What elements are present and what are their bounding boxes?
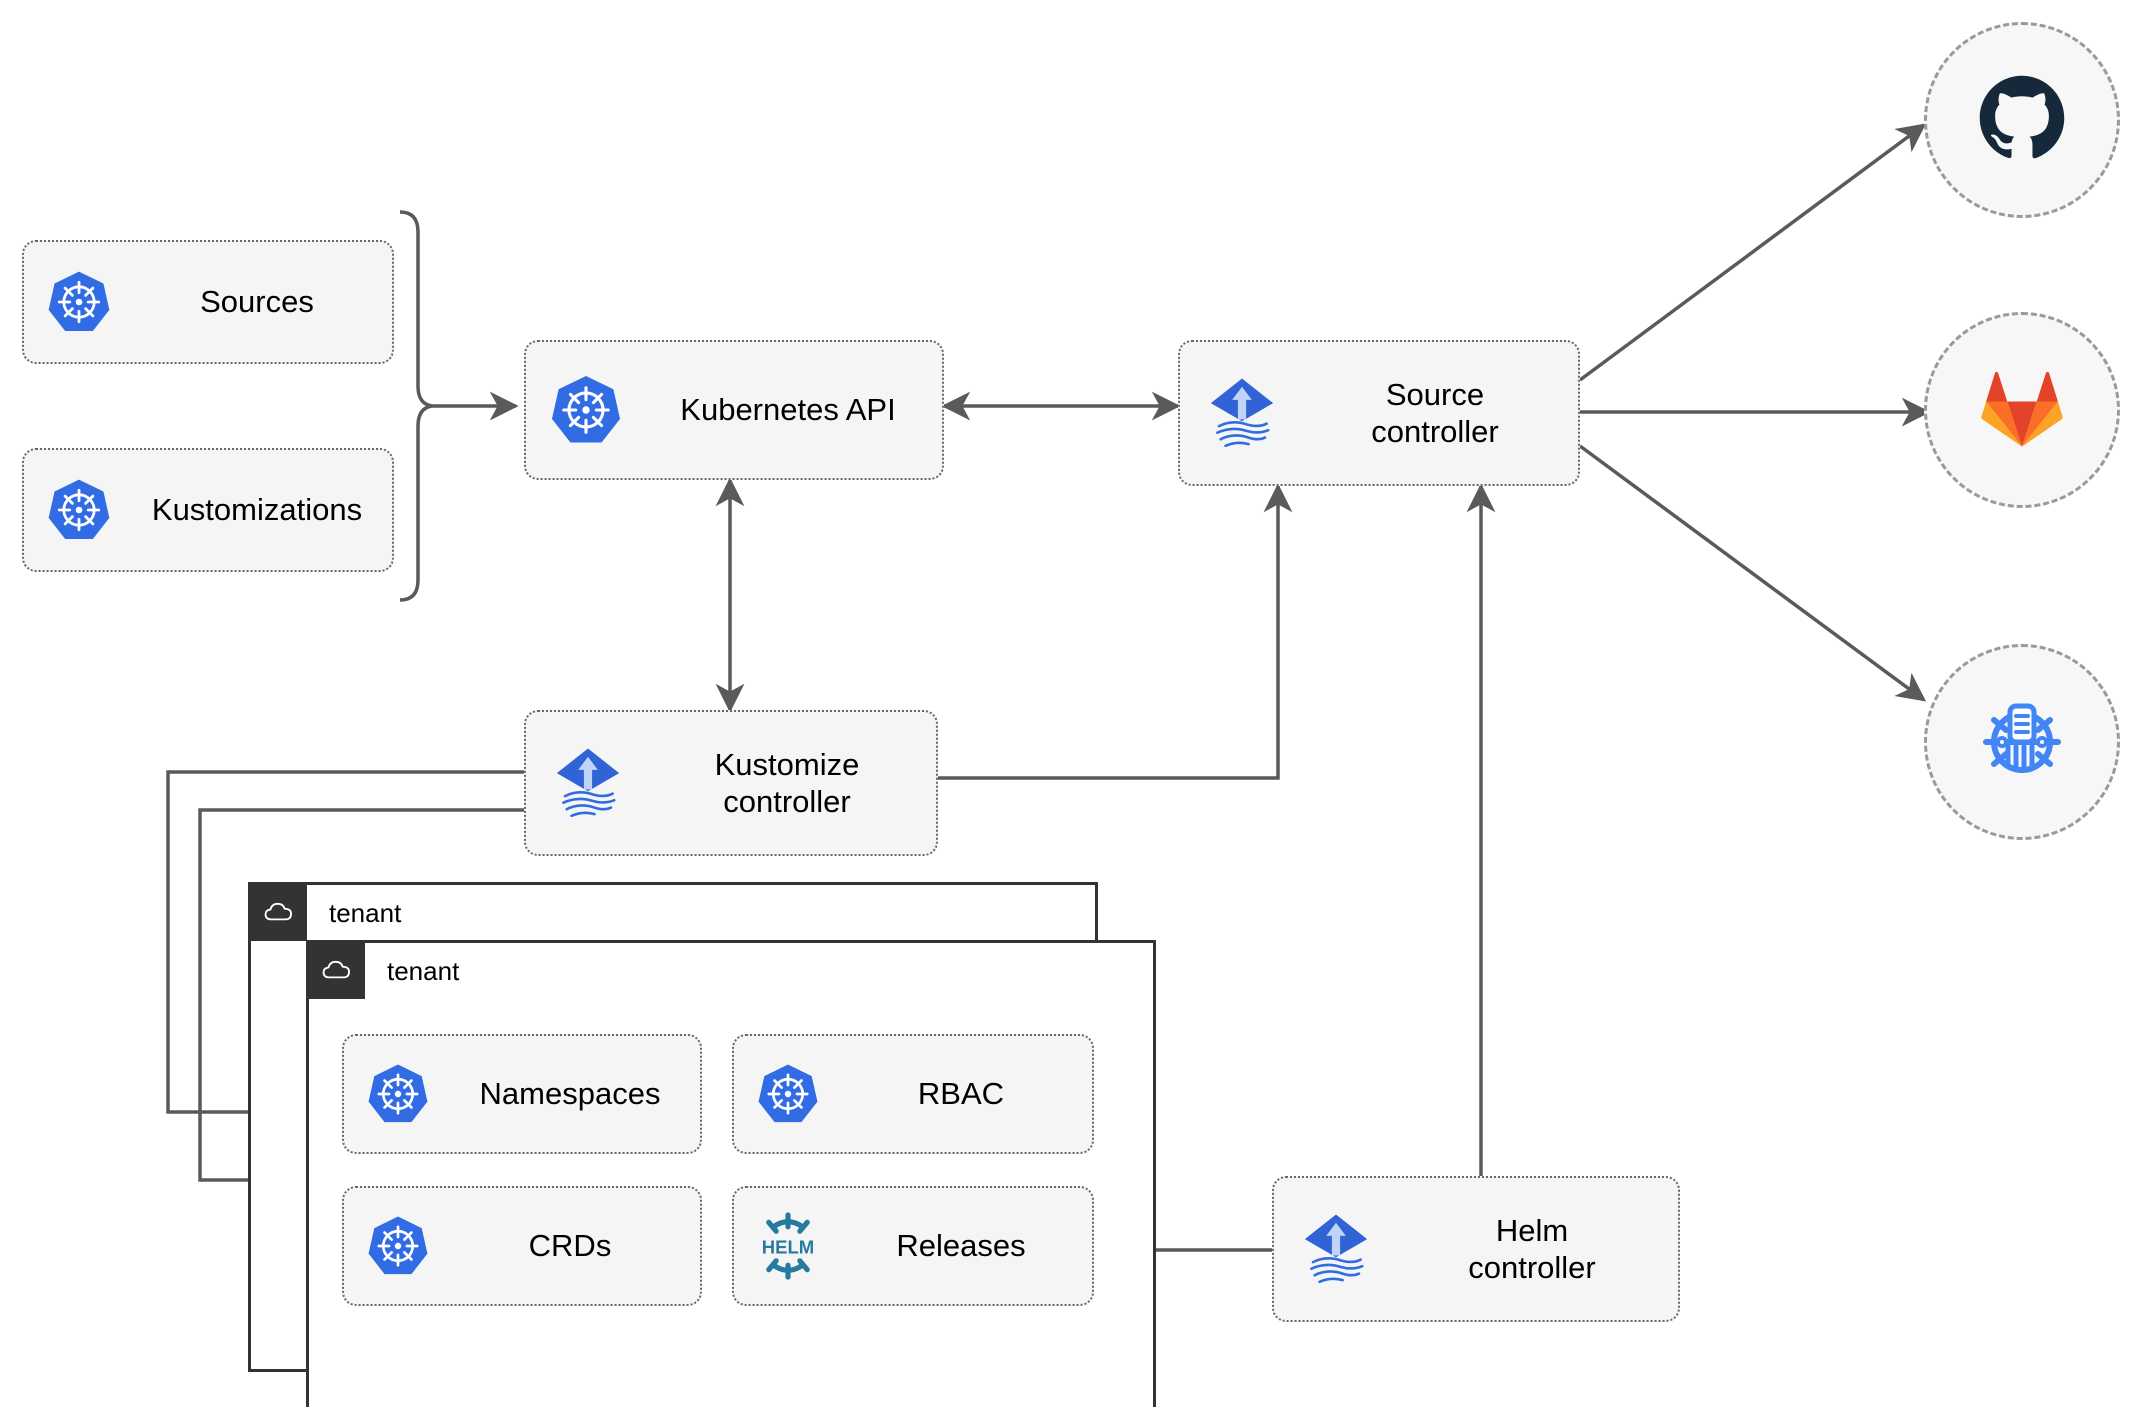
node-releases-label: Releases [896,1228,1026,1264]
helm-icon: HELM [734,1209,842,1283]
external-helm-repository[interactable] [1924,644,2120,840]
external-gitlab[interactable] [1924,312,2120,508]
node-rbac-label: RBAC [917,1076,1005,1112]
tenant-title-1: tenant [329,897,402,928]
node-releases[interactable]: HELM Releases [732,1186,1094,1306]
edge-source-controller-to-helm-repo [1578,444,1927,702]
group-brace [399,210,433,602]
node-sources[interactable]: Sources [22,240,394,364]
node-kubernetes-api[interactable]: Kubernetes API [524,340,944,480]
tenant-title-2: tenant [387,955,460,986]
github-icon [1974,70,2070,171]
tenant-container-2[interactable]: tenant [306,940,1156,1407]
gitlab-icon [1976,362,2068,459]
cloud-icon [251,885,307,941]
edge-source-controller-to-github [1578,123,1927,382]
node-kubernetes-api-label: Kubernetes API [680,392,896,428]
node-namespaces[interactable]: Namespaces [342,1034,702,1154]
kubernetes-icon [526,373,646,447]
svg-text:HELM: HELM [762,1236,814,1257]
flux-icon [1180,372,1304,454]
kubernetes-icon [734,1062,842,1126]
kubernetes-icon [344,1214,452,1278]
external-github[interactable] [1924,22,2120,218]
node-crds[interactable]: CRDs [342,1186,702,1306]
kubernetes-icon [24,477,134,543]
cloud-icon [309,943,365,999]
tenant-header-2: tenant [309,943,459,999]
node-kustomize-controller-label: Kustomize controller [714,746,860,819]
node-source-controller[interactable]: Source controller [1178,340,1580,486]
flux-icon [1274,1208,1398,1290]
tenant-header-1: tenant [251,885,401,941]
node-kustomizations-label: Kustomizations [151,492,363,528]
kubernetes-icon [344,1062,452,1126]
node-helm-controller-label: Helm controller [1468,1212,1596,1285]
kubernetes-icon [24,269,134,335]
node-source-controller-label: Source controller [1371,376,1499,449]
node-namespaces-label: Namespaces [479,1076,661,1112]
node-sources-label: Sources [200,284,314,320]
node-helm-controller[interactable]: Helm controller [1272,1176,1680,1322]
node-crds-label: CRDs [528,1228,612,1264]
node-rbac[interactable]: RBAC [732,1034,1094,1154]
flux-icon [526,742,650,824]
node-kustomize-controller[interactable]: Kustomize controller [524,710,938,856]
node-kustomizations[interactable]: Kustomizations [22,448,394,572]
helm-repository-icon [1972,690,2072,795]
edge-kustomize-to-source-controller [938,483,1293,780]
